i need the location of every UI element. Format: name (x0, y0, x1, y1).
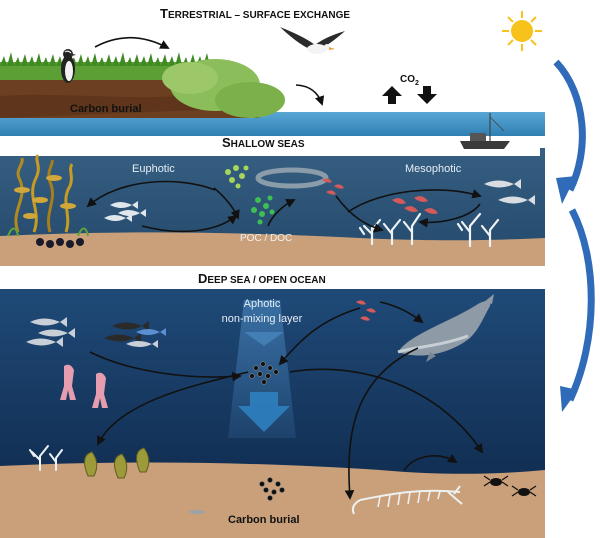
deep-title: DEEP SEA / OPEN OCEAN (198, 271, 326, 286)
mesophotic-label: Mesophotic (405, 163, 462, 175)
shallow-seas-panel: SHALLOW SEAS Euphotic Mesophotic POC / D… (0, 113, 545, 266)
grass-icon (0, 52, 285, 118)
aphotic-label-2: non-mixing layer (222, 313, 303, 325)
fish-school-icon (104, 201, 146, 222)
crab-icon (483, 475, 537, 497)
blue-arrowhead-icon-2 (560, 386, 578, 412)
squid-icon (60, 364, 108, 408)
arrow-down-icon (417, 86, 437, 104)
terrestrial-panel: TERRESTRIAL – SURFACE EXCHANGE Carbon bu… (0, 6, 545, 136)
deep-burial-label: Carbon burial (228, 514, 300, 526)
bottom-fish-icon (188, 510, 206, 514)
terrestrial-title: TERRESTRIAL – SURFACE EXCHANGE (160, 6, 350, 21)
albatross-icon (280, 27, 345, 54)
penguin-icon (61, 49, 76, 83)
deep-sea-panel: DEEP SEA / OPEN OCEAN Aphotic non-mixing… (0, 271, 545, 538)
sinking-arrow-icon (238, 392, 290, 432)
deep-fish-school-icon (26, 317, 166, 348)
sponge-icon (84, 447, 150, 479)
arrow-up-icon (382, 86, 402, 104)
deep-shrimp-icon (356, 300, 376, 321)
coral-icon (358, 212, 500, 248)
terrestrial-burial-label: Carbon burial (70, 103, 142, 115)
blue-flow-arrows (553, 59, 595, 412)
seaweed-icon (7, 154, 89, 237)
shallow-title: SHALLOW SEAS (222, 135, 305, 150)
deep-coral-icon (29, 445, 63, 471)
shrimp-icon (322, 178, 438, 214)
urchin-cluster-icon (36, 238, 84, 248)
sun-icon (502, 11, 542, 51)
co2-label: CO2 (400, 74, 419, 87)
whale-skeleton-icon (351, 485, 463, 515)
aphotic-label-1: Aphotic (244, 298, 281, 310)
poc-doc-label: POC / DOC (240, 233, 292, 244)
mesophotic-fish-icon (484, 179, 535, 205)
phytoplankton-icon (225, 165, 275, 225)
whale-icon (397, 294, 494, 362)
shallow-sediment (0, 232, 545, 266)
particle-cluster-icon (249, 361, 285, 501)
euphotic-label: Euphotic (132, 163, 175, 175)
deep-sediment (0, 462, 545, 538)
blue-arrowhead-icon (556, 176, 576, 204)
boat-icon (460, 113, 510, 149)
